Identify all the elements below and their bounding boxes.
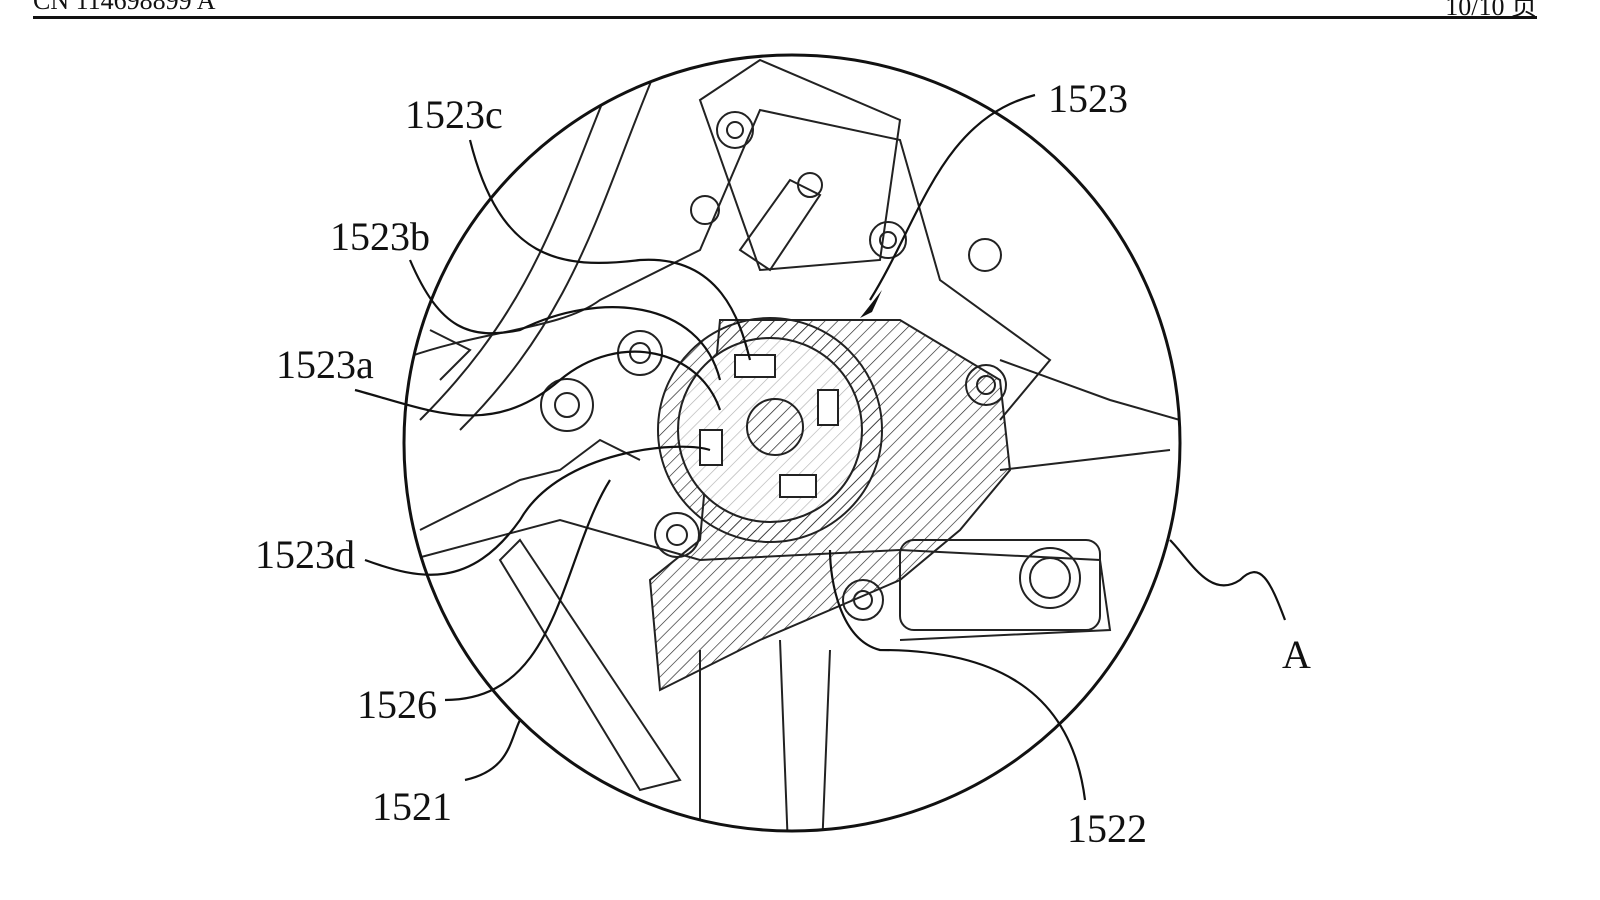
header-rule <box>33 16 1537 19</box>
label-1523a: 1523a <box>276 342 374 387</box>
label-1523: 1523 <box>1048 76 1128 121</box>
leader-lines <box>354 93 1287 801</box>
label-1523c: 1523c <box>405 92 503 137</box>
label-1523d: 1523d <box>255 532 355 577</box>
patent-number: CN 114698899 A <box>33 0 216 15</box>
label-1526: 1526 <box>357 682 437 727</box>
mechanism-detail <box>404 58 1180 831</box>
detail-circle-outline <box>402 53 1182 833</box>
label-A: A <box>1282 632 1311 677</box>
label-1521: 1521 <box>372 784 452 829</box>
arrow-head-icon <box>860 290 882 318</box>
label-1522: 1522 <box>1067 806 1147 851</box>
reference-labels: 1523c 1523 1523b 1523a 1523d 1526 1521 1… <box>255 76 1311 851</box>
page-number: 10/10 页 <box>1445 0 1537 21</box>
label-1523b: 1523b <box>330 214 430 259</box>
